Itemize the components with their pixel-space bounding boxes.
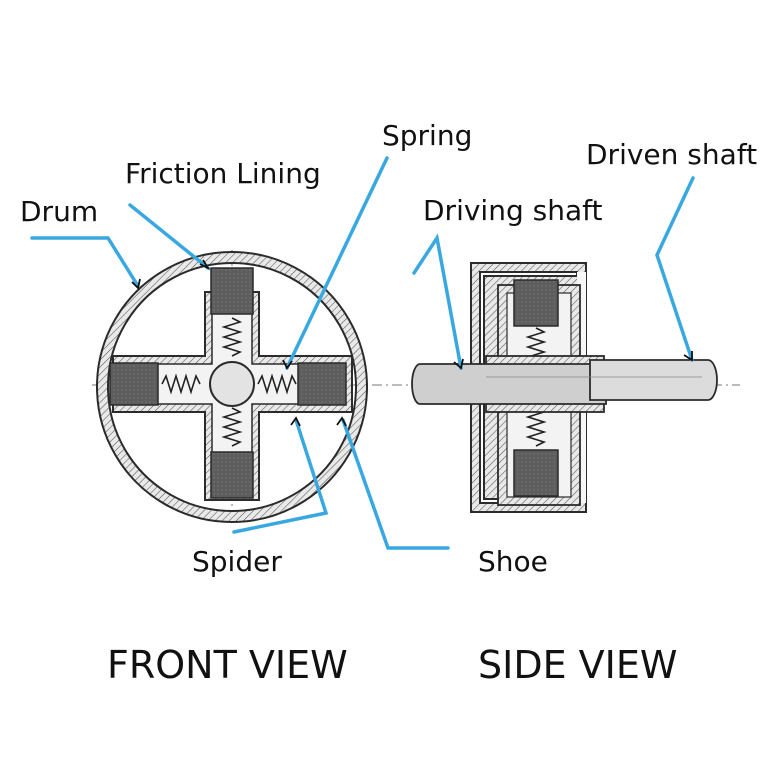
leader-shoe <box>341 418 450 550</box>
leader-lines <box>30 156 695 550</box>
label-spring: Spring <box>382 119 473 152</box>
label-spider: Spider <box>192 545 282 578</box>
label-friction-lining: Friction Lining <box>125 157 321 190</box>
label-driving-shaft: Driving shaft <box>423 194 603 227</box>
shoe-right <box>297 362 347 406</box>
side-shoe-bottom <box>513 449 559 497</box>
driven-shaft <box>589 359 718 401</box>
label-driven-shaft: Driven shaft <box>586 138 758 171</box>
hub <box>209 361 255 407</box>
label-drum: Drum <box>20 195 99 228</box>
label-front-view: FRONT VIEW <box>107 643 348 687</box>
shoe-left <box>109 362 159 406</box>
side-spring-bottom <box>525 407 547 447</box>
leader-drum <box>30 236 140 288</box>
label-side-view: SIDE VIEW <box>478 643 678 687</box>
drum <box>95 251 368 523</box>
leader-driving-shaft <box>412 233 463 370</box>
driving-shaft <box>411 363 607 405</box>
side-view <box>372 262 740 513</box>
spring-bottom <box>221 407 243 447</box>
leader-spider <box>232 418 329 534</box>
spring-top <box>221 317 243 357</box>
side-shoe-top <box>513 279 559 327</box>
shoe-top <box>210 267 254 315</box>
leader-spring <box>285 156 389 370</box>
shoe-bottom <box>210 451 254 499</box>
leader-arrowheads <box>131 259 693 427</box>
leader-friction-lining <box>128 203 210 270</box>
spring-right <box>257 373 297 395</box>
leader-driven-shaft <box>655 176 695 362</box>
front-view <box>92 250 368 523</box>
label-shoe: Shoe <box>478 545 548 578</box>
spring-left <box>161 373 201 395</box>
